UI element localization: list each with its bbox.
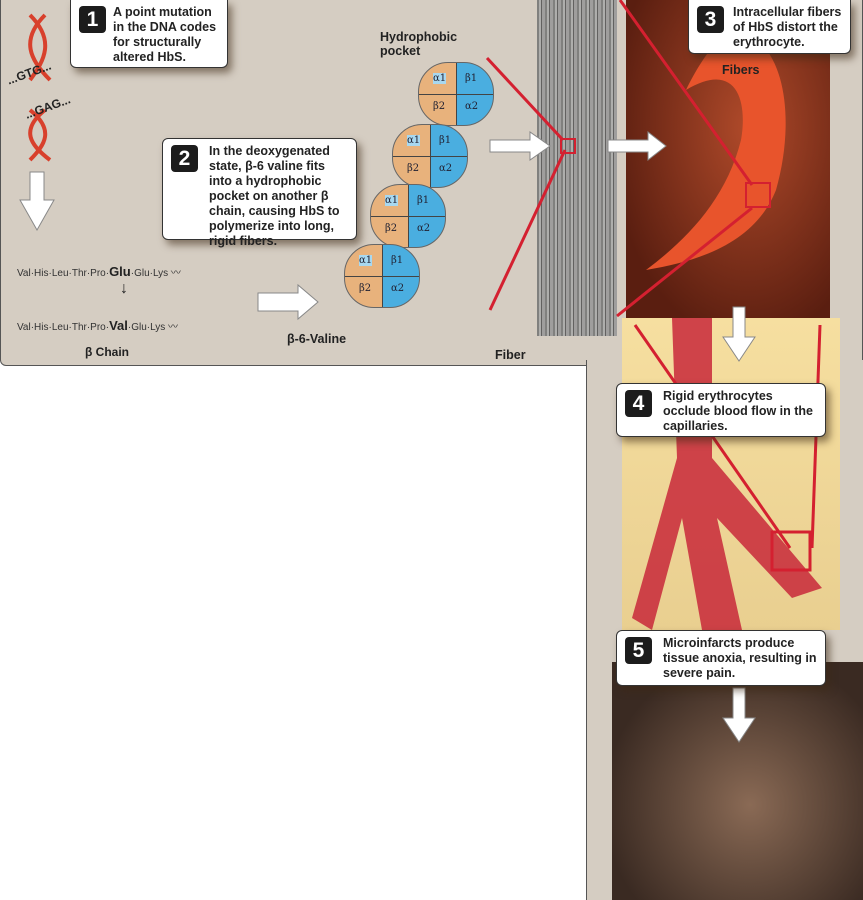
step-3-callout: 3 Intracellular fibers of HbS distort the…	[688, 0, 851, 54]
fibers-label: Fibers	[722, 63, 760, 77]
subunit-alpha1: α1	[433, 73, 447, 84]
step-2-callout: 2 In the deoxygenated state, β-6 valine f…	[162, 138, 357, 248]
step-text: Microinfarcts produce tissue anoxia, res…	[663, 636, 817, 680]
subunit-beta2: β2	[407, 163, 420, 174]
subunit-alpha2: α2	[391, 283, 405, 294]
step-text: Rigid erythrocytes occlude blood flow in…	[663, 389, 813, 433]
subunit-beta1: β1	[465, 73, 478, 84]
step-number: 1	[79, 6, 106, 33]
step-number: 4	[625, 390, 652, 417]
mutation-arrow: ↓	[120, 280, 128, 297]
beta-chain-label: β Chain	[85, 345, 129, 359]
hemoglobin-tetramer: α1 β1 β2 α2	[344, 244, 420, 308]
subunit-beta1: β1	[391, 255, 404, 266]
dna-helix-icon	[28, 13, 52, 162]
step-1-callout: 1 A point mutation in the DNA codes for s…	[70, 0, 228, 68]
fiber-label: Fiber	[495, 348, 526, 362]
subunit-alpha2: α2	[417, 223, 431, 234]
hemoglobin-tetramer: α1 β1 β2 α2	[418, 62, 494, 126]
subunit-alpha2: α2	[439, 163, 453, 174]
step-text: In the deoxygenated state, β-6 valine fi…	[209, 144, 340, 248]
subunit-alpha1: α1	[385, 195, 399, 206]
mutant-sequence: Val·His·Leu·Thr·Pro·Val·Glu·Lys 〰	[17, 318, 179, 333]
step-number: 3	[697, 6, 724, 33]
step-number: 5	[625, 637, 652, 664]
step-5-callout: 5 Microinfarcts produce tissue anoxia, re…	[616, 630, 826, 686]
subunit-beta1: β1	[417, 195, 430, 206]
hydrophobic-pocket-label: Hydrophobic pocket	[380, 30, 458, 58]
subunit-beta2: β2	[359, 283, 372, 294]
subunit-alpha1: α1	[407, 135, 421, 146]
hemoglobin-tetramer: α1 β1 β2 α2	[370, 184, 446, 248]
subunit-alpha2: α2	[465, 101, 479, 112]
fiber-micrograph	[537, 0, 617, 336]
subunit-beta1: β1	[439, 135, 452, 146]
step-4-callout: 4 Rigid erythrocytes occlude blood flow i…	[616, 383, 826, 437]
subunit-alpha1: α1	[359, 255, 373, 266]
subunit-beta2: β2	[385, 223, 398, 234]
normal-sequence: Val·His·Leu·Thr·Pro·Glu·Glu·Lys 〰	[17, 264, 181, 279]
valine-label: β-6-Valine	[287, 332, 347, 346]
step-text: A point mutation in the DNA codes for st…	[113, 5, 217, 64]
subunit-beta2: β2	[433, 101, 446, 112]
step-text: Intracellular fibers of HbS distort the …	[733, 5, 842, 49]
hemoglobin-tetramer: α1 β1 β2 α2	[392, 124, 468, 188]
step-number: 2	[171, 145, 198, 172]
